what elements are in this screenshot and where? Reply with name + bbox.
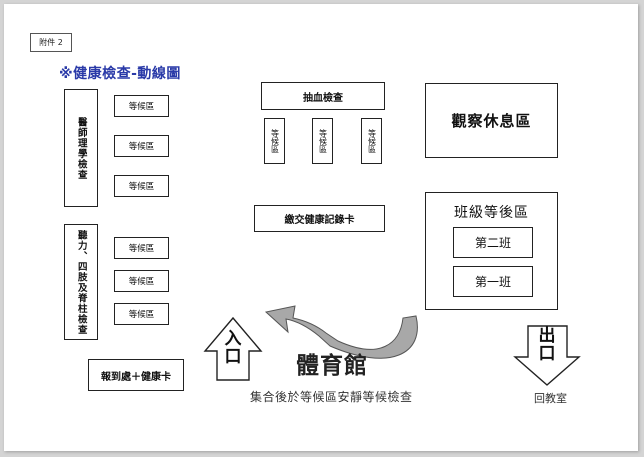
class-waiting-title: 班級等後區 (454, 205, 529, 221)
blood-waiting-area-box: 等候區 (264, 118, 285, 164)
waiting-area-box: 等候區 (114, 95, 169, 117)
attachment-label: 附件 2 (30, 33, 72, 52)
blood-waiting-area-box: 等候區 (361, 118, 382, 164)
waiting-area-box: 等候區 (114, 303, 169, 325)
gym-instruction: 集合後於等候區安靜等候檢查 (250, 390, 413, 404)
waiting-area-box: 等候區 (114, 175, 169, 197)
blood-waiting-label: 等候區 (318, 129, 328, 153)
blood-test-box: 抽血檢查 (261, 82, 385, 110)
medical-exam-label: 醫師理學檢查 (75, 116, 87, 180)
rest-area-box: 觀察休息區 (425, 83, 558, 158)
blood-waiting-area-box: 等候區 (312, 118, 333, 164)
blood-waiting-label: 等候區 (367, 129, 377, 153)
medical-exam-box: 醫師理學檢查 (64, 89, 98, 207)
waiting-area-box: 等候區 (114, 237, 169, 259)
waiting-area-box: 等候區 (114, 270, 169, 292)
page-title: ※健康檢查-動線圖 (59, 66, 181, 82)
hearing-exam-box: 聽力、四肢及脊柱檢查 (64, 224, 98, 340)
entrance-arrow-shape (203, 316, 263, 381)
class-box-second: 第二班 (453, 227, 533, 258)
gym-title: 體育館 (296, 352, 368, 379)
registration-box: 報到處＋健康卡 (88, 359, 184, 391)
back-to-class-label: 回教室 (534, 392, 567, 405)
exit-label: 出口 (538, 326, 556, 364)
submit-card-box: 繳交健康記錄卡 (254, 205, 385, 232)
entrance-label: 入口 (224, 329, 242, 367)
class-box-first: 第一班 (453, 266, 533, 297)
exit-arrow-shape (513, 325, 581, 386)
waiting-area-box: 等候區 (114, 135, 169, 157)
hearing-exam-label: 聽力、四肢及脊柱檢查 (75, 229, 87, 335)
blood-waiting-label: 等候區 (270, 129, 280, 153)
flow-arrow-shape (264, 305, 418, 359)
